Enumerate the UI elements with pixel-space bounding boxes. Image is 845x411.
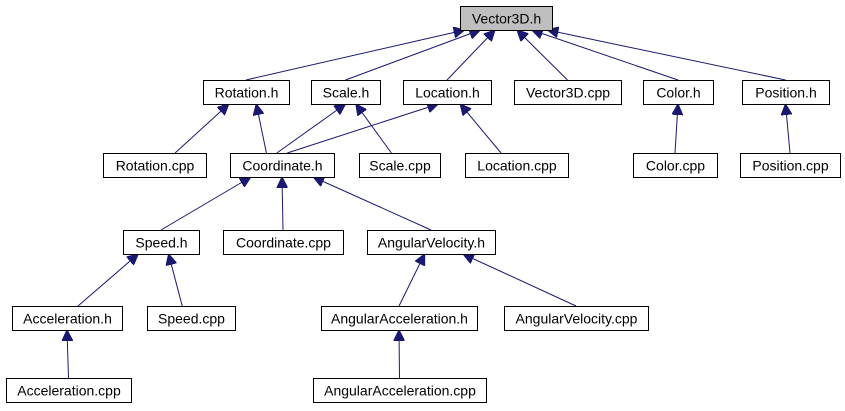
node-label: Rotation.h <box>215 85 279 101</box>
node-color-cpp[interactable]: Color.cpp <box>633 153 718 178</box>
node-label: Rotation.cpp <box>116 158 195 174</box>
node-angularvelocity-h[interactable]: AngularVelocity.h <box>367 230 496 255</box>
node-scale-h[interactable]: Scale.h <box>311 80 381 105</box>
node-box <box>465 153 569 178</box>
edge-location-cpp-to-location-h <box>460 104 502 154</box>
edge-vector3d-cpp-to-vector3d-h <box>517 30 568 81</box>
node-box <box>403 80 492 105</box>
edge-location-h-to-vector3d-h <box>446 30 495 81</box>
node-box <box>514 80 622 105</box>
node-box <box>633 153 718 178</box>
node-box <box>504 306 649 331</box>
node-box <box>321 306 478 331</box>
node-label: AngularVelocity.cpp <box>516 311 638 327</box>
node-acceleration-cpp[interactable]: Acceleration.cpp <box>6 378 132 403</box>
node-rotation-cpp[interactable]: Rotation.cpp <box>103 153 207 178</box>
node-vector3d-cpp[interactable]: Vector3D.cpp <box>514 80 622 105</box>
node-speed-h[interactable]: Speed.h <box>123 230 200 255</box>
edge-coordinate-h-to-rotation-h <box>256 104 267 154</box>
node-box <box>742 80 830 105</box>
node-speed-cpp[interactable]: Speed.cpp <box>147 306 236 331</box>
node-rotation-h[interactable]: Rotation.h <box>203 80 290 105</box>
node-vector3d-h[interactable]: Vector3D.h <box>460 6 553 31</box>
node-box <box>147 306 236 331</box>
node-box <box>740 153 841 178</box>
node-box <box>223 230 344 255</box>
edge-acceleration-cpp-to-acceleration-h <box>67 330 69 379</box>
node-label: Speed.cpp <box>158 311 225 327</box>
edge-coordinate-h-to-scale-h <box>276 104 346 154</box>
node-location-h[interactable]: Location.h <box>403 80 492 105</box>
edge-position-h-to-vector3d-h <box>547 30 786 81</box>
node-scale-cpp[interactable]: Scale.cpp <box>359 153 441 178</box>
node-box <box>367 230 496 255</box>
edges-layer <box>67 30 791 379</box>
node-angularacceleration-h[interactable]: AngularAcceleration.h <box>321 306 478 331</box>
node-box <box>123 230 200 255</box>
node-label: Color.cpp <box>646 158 705 174</box>
node-label: AngularVelocity.h <box>378 235 485 251</box>
edge-angularacceleration-h-to-angularvelocity-h <box>398 254 425 307</box>
node-label: Color.h <box>656 85 700 101</box>
edge-position-cpp-to-position-h <box>786 104 791 154</box>
edge-rotation-cpp-to-rotation-h <box>174 104 229 154</box>
edge-scale-h-to-vector3d-h <box>345 30 481 81</box>
node-label: Vector3D.h <box>472 11 541 27</box>
node-box <box>203 80 290 105</box>
node-box <box>460 6 553 31</box>
edge-color-h-to-vector3d-h <box>532 30 679 81</box>
node-coordinate-cpp[interactable]: Coordinate.cpp <box>223 230 344 255</box>
edge-angularvelocity-cpp-to-angularvelocity-h <box>463 254 577 307</box>
node-position-h[interactable]: Position.h <box>742 80 830 105</box>
node-label: AngularAcceleration.cpp <box>324 383 476 399</box>
node-label: Scale.h <box>323 85 370 101</box>
node-angularacceleration-cpp[interactable]: AngularAcceleration.cpp <box>313 378 487 403</box>
edge-coordinate-cpp-to-coordinate-h <box>282 177 283 231</box>
node-box <box>311 80 381 105</box>
node-color-h[interactable]: Color.h <box>643 80 714 105</box>
node-box <box>643 80 714 105</box>
edge-angularacceleration-cpp-to-angularacceleration-h <box>399 330 400 379</box>
edge-rotation-h-to-vector3d-h <box>245 30 465 81</box>
edge-color-cpp-to-color-h <box>675 104 678 154</box>
node-box <box>230 153 335 178</box>
node-acceleration-h[interactable]: Acceleration.h <box>12 306 123 331</box>
node-location-cpp[interactable]: Location.cpp <box>465 153 569 178</box>
node-box <box>313 378 487 403</box>
node-label: Position.cpp <box>752 158 828 174</box>
edge-scale-cpp-to-scale-h <box>356 104 392 154</box>
edge-speed-cpp-to-speed-h <box>169 254 183 307</box>
node-label: Location.cpp <box>477 158 557 174</box>
node-label: Scale.cpp <box>369 158 431 174</box>
node-position-cpp[interactable]: Position.cpp <box>740 153 841 178</box>
edge-speed-h-to-coordinate-h <box>160 177 251 231</box>
node-coordinate-h[interactable]: Coordinate.h <box>230 153 335 178</box>
node-box <box>6 378 132 403</box>
node-box <box>359 153 441 178</box>
node-label: Acceleration.h <box>23 311 112 327</box>
node-angularvelocity-cpp[interactable]: AngularVelocity.cpp <box>504 306 649 331</box>
node-label: Speed.h <box>135 235 187 251</box>
node-label: Vector3D.cpp <box>526 85 610 101</box>
edge-coordinate-h-to-location-h <box>287 104 438 154</box>
node-label: Acceleration.cpp <box>17 383 121 399</box>
edge-angularvelocity-h-to-coordinate-h <box>313 177 432 231</box>
node-label: Position.h <box>755 85 816 101</box>
node-box <box>12 306 123 331</box>
node-label: Coordinate.cpp <box>236 235 331 251</box>
node-label: Location.h <box>415 85 480 101</box>
edge-acceleration-h-to-speed-h <box>77 254 138 307</box>
node-box <box>103 153 207 178</box>
node-label: AngularAcceleration.h <box>331 311 468 327</box>
node-label: Coordinate.h <box>242 158 322 174</box>
